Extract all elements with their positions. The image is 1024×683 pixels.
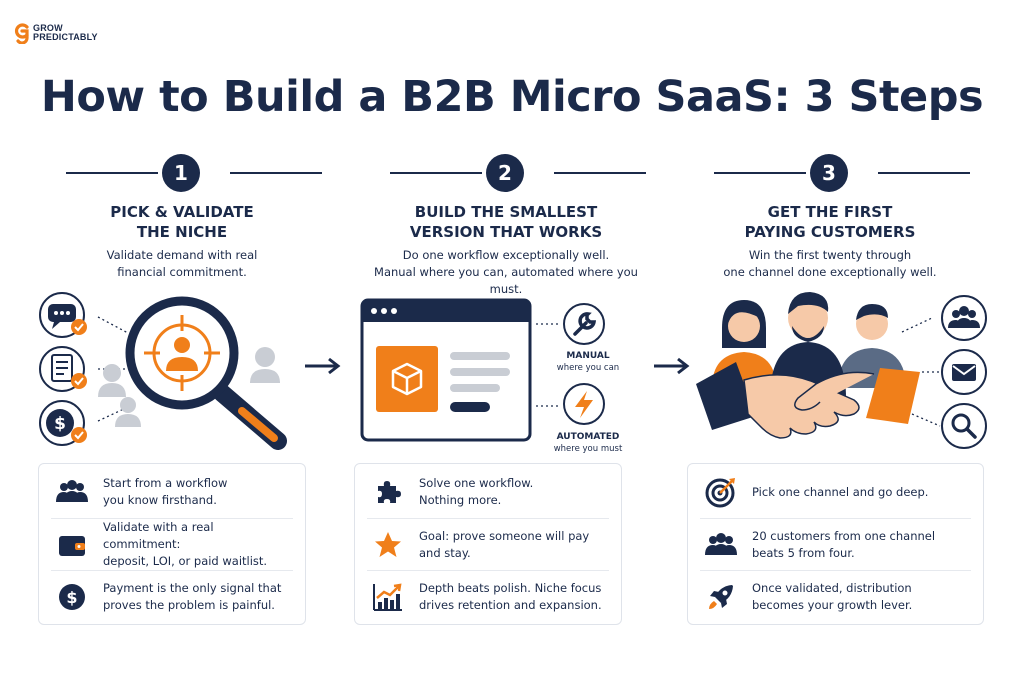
browser-window-icon (360, 298, 532, 442)
divider (714, 172, 806, 174)
puzzle-icon (378, 481, 401, 503)
step-1-points-card: Start from a workflow you know firsthand… (38, 463, 306, 625)
step-column-3: 3 GET THE FIRST PAYING CUSTOMERS Win the… (680, 150, 980, 281)
brand-line2: PREDICTABLY (33, 32, 98, 42)
dollar-icon: $ (39, 400, 87, 446)
step-title: GET THE FIRST PAYING CUSTOMERS (744, 203, 916, 241)
step-title: PICK & VALIDATE THE NICHE (110, 203, 254, 241)
step-column-2: 2 BUILD THE SMALLEST VERSION THAT WORKS … (356, 150, 656, 298)
chat-icon (39, 292, 87, 338)
svg-text:$: $ (66, 588, 77, 607)
star-icon (375, 531, 401, 557)
person-icon (98, 347, 280, 427)
dollar-circle-icon: $ (59, 583, 85, 610)
team-icon (56, 480, 88, 502)
list-item: Start from a workflow you know firsthand… (39, 466, 305, 518)
list-item: Goal: prove someone will pay and stay. (367, 518, 609, 570)
list-item: $ Payment is the only signal that proves… (51, 570, 293, 622)
list-item: Validate with a real commitment: deposit… (51, 518, 293, 570)
team-icon (705, 532, 737, 555)
search-icon (941, 403, 987, 449)
target-icon (705, 478, 735, 508)
automated-label: AUTOMATED where you must (553, 432, 623, 454)
list-item: 20 customers from one channel beats 5 fr… (700, 518, 971, 570)
brand-g-icon (15, 23, 29, 44)
divider (66, 172, 158, 174)
mail-icon (941, 349, 987, 395)
divider (878, 172, 970, 174)
brand-line1: GROW (33, 23, 63, 33)
step-number-badge: 2 (486, 154, 524, 192)
divider (230, 172, 322, 174)
wrench-icon (563, 303, 605, 345)
rocket-icon (709, 584, 733, 609)
divider (554, 172, 646, 174)
list-item: Once validated, distribution becomes you… (700, 570, 971, 622)
svg-text:$: $ (54, 414, 66, 434)
lightning-icon (563, 383, 605, 425)
wallet-icon (59, 535, 85, 556)
list-item: Depth beats polish. Niche focus drives r… (367, 570, 609, 622)
step-description: Validate demand with real financial comm… (106, 248, 258, 279)
divider (390, 172, 482, 174)
magnifier-target-icon (125, 296, 287, 450)
list-item: Solve one workflow. Nothing more. (355, 466, 621, 518)
brand-logo: GROW PREDICTABLY (14, 22, 98, 44)
document-icon (39, 346, 87, 392)
step-number-badge: 3 (810, 154, 848, 192)
step-number-badge: 1 (162, 154, 200, 192)
team-icon (941, 295, 987, 341)
handshake-icon (696, 362, 920, 439)
arrow-right-icon (305, 357, 341, 375)
step-title: BUILD THE SMALLEST VERSION THAT WORKS (409, 203, 603, 241)
step-column-1: 1 PICK & VALIDATE THE NICHE Validate dem… (32, 150, 332, 281)
arrow-right-icon (654, 357, 690, 375)
step-description: Win the first twenty through one channel… (723, 248, 937, 279)
growth-chart-icon (373, 582, 402, 611)
step-description: Do one workflow exceptionally well. Manu… (374, 248, 638, 296)
step-2-points-card: Solve one workflow. Nothing more. Goal: … (354, 463, 622, 625)
paying-customers-illustration (696, 292, 987, 449)
page-title: How to Build a B2B Micro SaaS: 3 Steps (40, 72, 984, 122)
step-3-points-card: Pick one channel and go deep. 20 custome… (687, 463, 984, 625)
manual-label: MANUAL where you can (556, 351, 620, 373)
list-item: Pick one channel and go deep. (688, 466, 983, 518)
smallest-version-illustration (360, 298, 605, 442)
validate-niche-illustration: $ (39, 292, 287, 450)
